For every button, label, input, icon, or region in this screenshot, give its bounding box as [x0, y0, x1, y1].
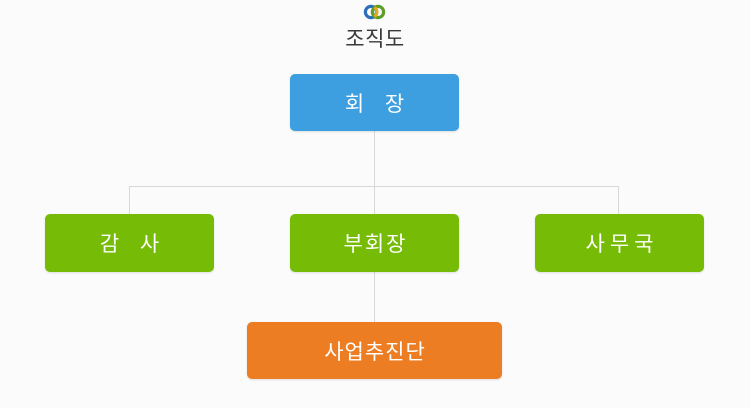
org-node-label: 사업추진단 [324, 339, 426, 364]
org-node-label: 부회장 [343, 232, 408, 256]
page-title: 조직도 [345, 27, 405, 51]
interlocking-rings-logo-icon [363, 4, 387, 20]
org-node-secretariat[interactable]: 사무국 [535, 214, 704, 272]
org-node-auditor[interactable]: 감 사 [45, 214, 214, 272]
org-node-chairman[interactable]: 회 장 [290, 74, 459, 131]
org-node-label: 사무국 [585, 232, 659, 256]
org-node-vice-chairman[interactable]: 부회장 [290, 214, 459, 272]
org-node-label: 회 장 [344, 91, 412, 116]
org-node-business-promotion-team[interactable]: 사업추진단 [247, 322, 502, 379]
org-node-label: 감 사 [99, 232, 167, 256]
